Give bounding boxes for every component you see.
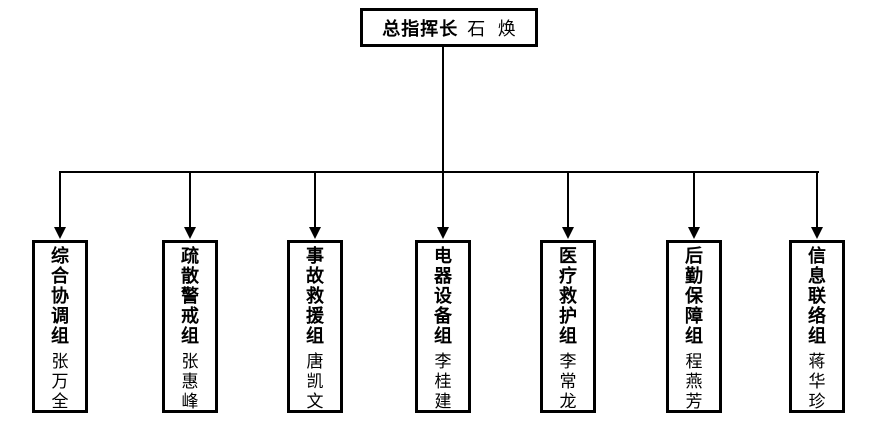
connector-drop-line [567, 171, 569, 228]
group-leader-name: 蒋华珍 [808, 352, 826, 411]
group-box-evacuation-security: 疏散警戒组 张惠峰 [162, 240, 218, 413]
group-name: 后勤保障组 [685, 246, 703, 346]
connector-drop-line [189, 171, 191, 228]
group-box-information-liaison: 信息联络组 蒋华珍 [789, 240, 845, 413]
group-name: 信息联络组 [808, 246, 826, 346]
group-leader-name: 张惠峰 [181, 352, 199, 411]
commander-name: 石 焕 [467, 18, 516, 39]
arrow-down-icon [309, 227, 321, 239]
connector-drop-line [442, 171, 444, 228]
group-name: 电器设备组 [434, 246, 452, 346]
group-box-comprehensive-coordination: 综合协调组 张万全 [32, 240, 88, 413]
arrow-down-icon [811, 227, 823, 239]
connector-trunk-line [442, 45, 444, 173]
commander-box: 总指挥长 石 焕 [360, 8, 538, 47]
group-name: 事故救援组 [306, 246, 324, 346]
group-box-logistics-support: 后勤保障组 程燕芳 [666, 240, 722, 413]
group-leader-name: 李常龙 [559, 352, 577, 411]
group-leader-name: 李桂建 [434, 352, 452, 411]
group-name: 综合协调组 [51, 246, 69, 346]
group-leader-name: 唐凯文 [306, 352, 324, 411]
arrow-down-icon [54, 227, 66, 239]
group-name: 医疗救护组 [559, 246, 577, 346]
group-leader-name: 程燕芳 [685, 352, 703, 411]
arrow-down-icon [562, 227, 574, 239]
connector-drop-line [693, 171, 695, 228]
connector-drop-line [314, 171, 316, 228]
arrow-down-icon [688, 227, 700, 239]
commander-title: 总指挥长 [382, 18, 459, 39]
group-name: 疏散警戒组 [181, 246, 199, 346]
connector-drop-line [59, 171, 61, 228]
arrow-down-icon [184, 227, 196, 239]
connector-horizontal-line [59, 171, 819, 173]
connector-drop-line [816, 171, 818, 228]
arrow-down-icon [437, 227, 449, 239]
group-leader-name: 张万全 [51, 352, 69, 411]
group-box-accident-rescue: 事故救援组 唐凯文 [287, 240, 343, 413]
group-box-electrical-equipment: 电器设备组 李桂建 [415, 240, 471, 413]
group-box-medical-aid: 医疗救护组 李常龙 [540, 240, 596, 413]
